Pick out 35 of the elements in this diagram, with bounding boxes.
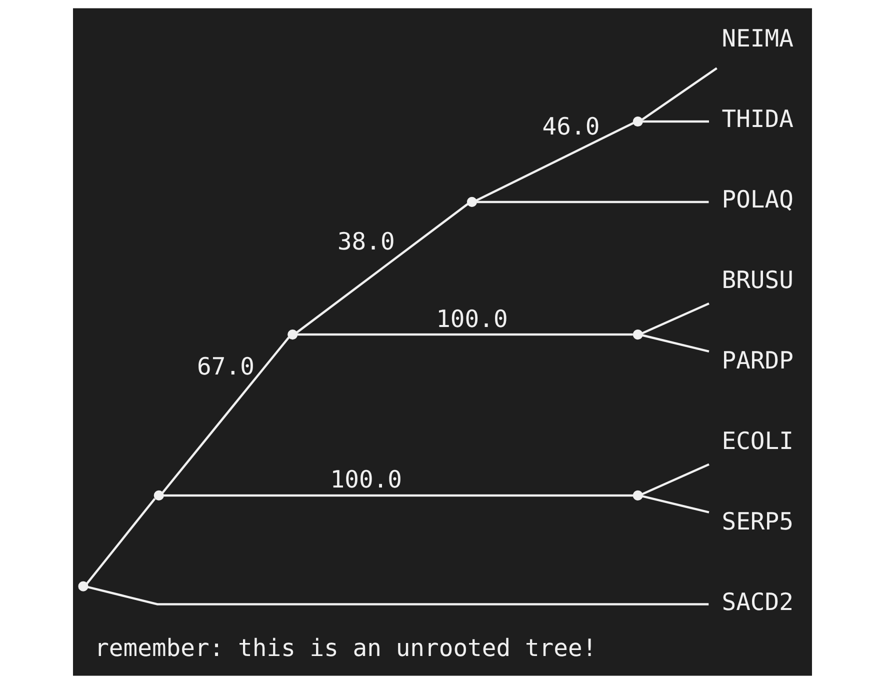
connector <box>641 495 709 514</box>
node-point <box>466 196 476 207</box>
node-text: NEIMA <box>721 24 793 53</box>
node-point <box>632 490 642 500</box>
node-text: SERP5 <box>721 507 793 536</box>
node-text: ECOLI <box>721 426 793 455</box>
connector <box>295 203 468 334</box>
connector <box>161 336 290 494</box>
edge-label: 100.0 <box>436 304 508 333</box>
connector <box>85 498 156 584</box>
connector <box>296 333 632 336</box>
connector <box>475 122 634 202</box>
node-text: THIDA <box>721 105 793 134</box>
edge-label: 38.0 <box>336 227 394 256</box>
connector <box>87 586 708 606</box>
connector <box>641 67 717 120</box>
connector <box>642 120 708 123</box>
node-point <box>287 330 298 340</box>
node-point <box>78 581 88 592</box>
node-text: SACD2 <box>721 588 793 616</box>
connector <box>476 200 708 204</box>
node-point <box>632 116 642 127</box>
edge-label: 46.0 <box>542 112 600 141</box>
edge-label: 100.0 <box>330 466 402 494</box>
node-text: POLAQ <box>721 186 793 214</box>
connector <box>641 302 709 334</box>
node-text: PARDP <box>721 346 793 375</box>
connector <box>162 494 633 497</box>
node-point <box>632 330 642 340</box>
connector <box>641 463 709 496</box>
connector <box>641 334 709 353</box>
node-point <box>153 490 164 500</box>
caption: remember: this is an unrooted tree! <box>94 634 596 662</box>
edge-label: 67.0 <box>196 352 254 380</box>
node-text: BRUSU <box>721 266 793 294</box>
